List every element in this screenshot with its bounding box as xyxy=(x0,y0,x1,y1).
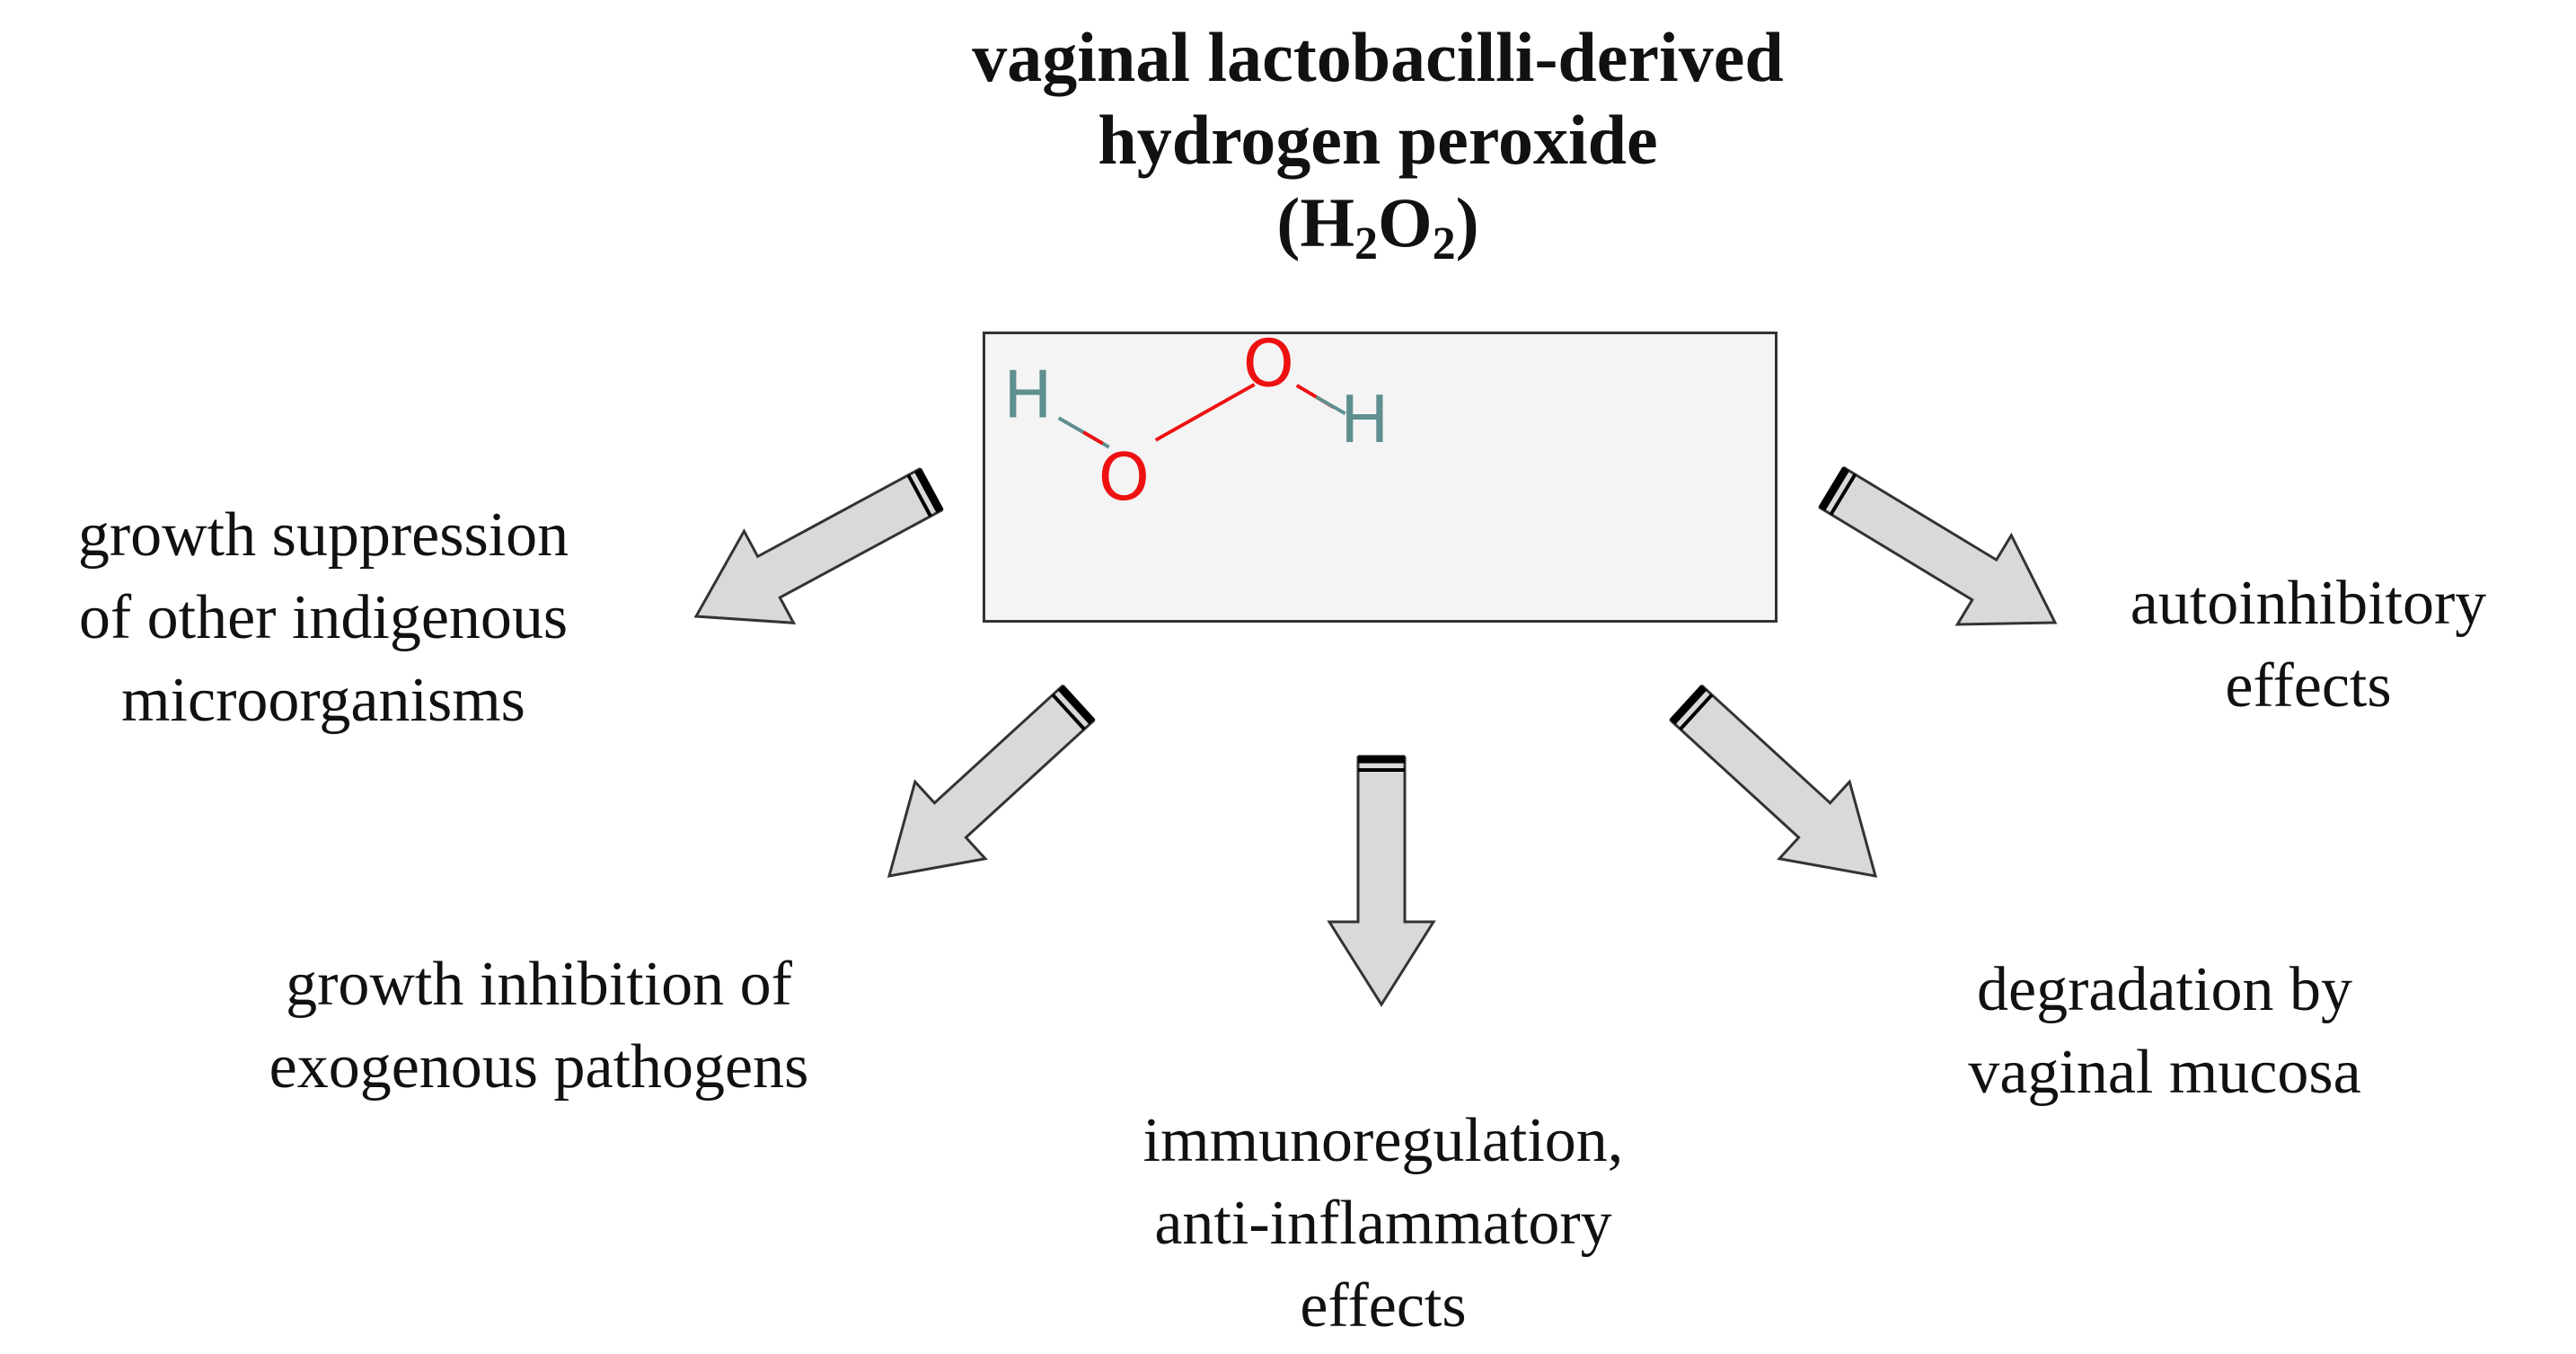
diagram-title: vaginal lactobacilli-derived hydrogen pe… xyxy=(659,16,2096,270)
arrow-to-immunoregulation xyxy=(1327,756,1436,1007)
title-line-1: vaginal lactobacilli-derived xyxy=(972,18,1784,96)
atom-h-right: H xyxy=(1340,383,1389,458)
label-degradation: degradation by vaginal mucosa xyxy=(1968,955,2361,1107)
arrow-to-autoinhibitory xyxy=(1818,465,2058,626)
bond-h-o-left-red xyxy=(1082,430,1104,446)
label-autoinhibitory: autoinhibitory effects xyxy=(2130,569,2487,721)
label-immunoregulation: immunoregulation, anti-inflammatory effe… xyxy=(1142,1106,1624,1341)
arrow-to-autoinhibitory-cap-1 xyxy=(1818,466,1850,511)
arrow-to-autoinhibitory-cap-2 xyxy=(1829,473,1857,516)
arrow-to-growth-inhibition-cap-2 xyxy=(1051,693,1086,730)
atom-o-right: O xyxy=(1243,334,1294,402)
label-growth-inhibition: growth inhibition of exogenous pathogens xyxy=(269,950,809,1102)
bond-o-h-right-grey xyxy=(1315,394,1346,416)
arrow-to-degradation-cap-2 xyxy=(1679,693,1714,730)
atom-h-left: H xyxy=(1003,358,1053,434)
h2o2-structure-box: H O O H xyxy=(983,332,1778,623)
h2o2-structure-svg: H O O H xyxy=(1003,334,1389,516)
arrow-to-degradation-cap-1 xyxy=(1669,685,1707,725)
atom-o-left: O xyxy=(1098,440,1150,516)
title-formula: (H2O2) xyxy=(1276,183,1479,270)
arrow-to-growth-suppression-cap-1 xyxy=(913,467,944,513)
label-growth-suppression: growth suppression of other indigenous m… xyxy=(77,500,569,735)
arrow-to-growth-suppression-cap-2 xyxy=(906,473,932,518)
arrow-to-growth-inhibition-cap-1 xyxy=(1057,685,1096,725)
title-line-2: hydrogen peroxide xyxy=(1098,101,1658,179)
arrow-to-growth-suppression xyxy=(693,467,944,624)
bond-o-o xyxy=(1154,383,1256,442)
arrow-to-degradation xyxy=(1669,684,1878,878)
arrow-to-growth-inhibition xyxy=(887,684,1096,878)
